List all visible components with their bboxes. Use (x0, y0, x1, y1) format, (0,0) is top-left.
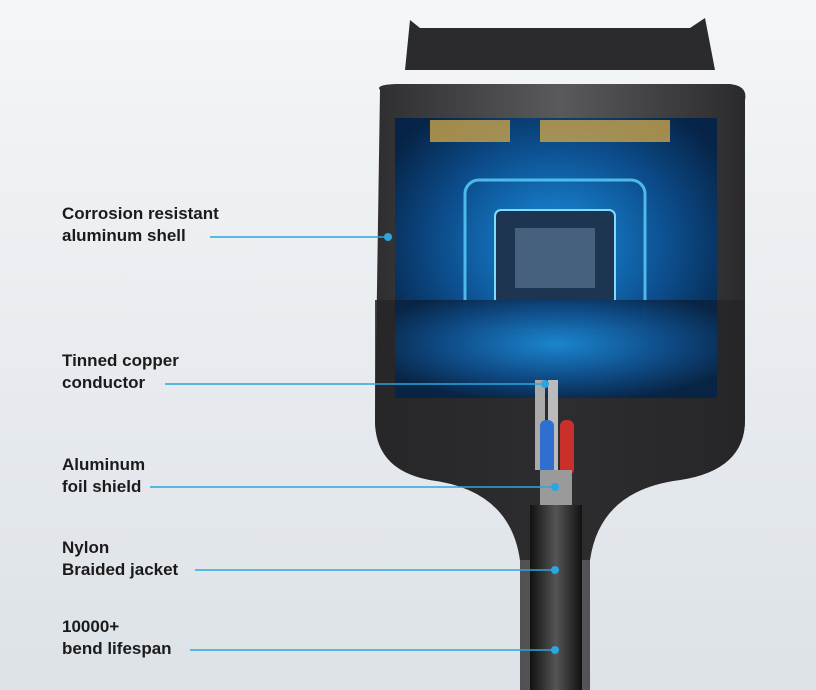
label-line: 10000+ (62, 617, 120, 636)
label-aluminum-shell: Corrosion resistant aluminum shell (62, 203, 219, 247)
label-nylon-braid: Nylon Braided jacket (62, 537, 178, 581)
label-line: Braided jacket (62, 560, 179, 579)
sata-connector-tab (405, 18, 715, 70)
label-tinned-copper: Tinned copper conductor (62, 350, 179, 394)
label-bend-lifespan: 10000+ bend lifespan (62, 616, 172, 660)
leader-dots (384, 233, 559, 654)
label-line: foil shield (62, 477, 142, 496)
label-line: Corrosion resistant (62, 204, 219, 223)
label-line: conductor (62, 373, 146, 392)
label-line: aluminum shell (62, 226, 186, 245)
gold-pins (430, 120, 670, 142)
label-line: Tinned copper (62, 351, 179, 370)
label-line: Aluminum (62, 455, 146, 474)
wires (535, 380, 574, 475)
label-foil-shield: Aluminum foil shield (62, 454, 145, 498)
nylon-braid (530, 505, 582, 690)
label-line: bend lifespan (62, 639, 172, 658)
label-line: Nylon (62, 538, 110, 557)
leader-lines (150, 236, 555, 651)
